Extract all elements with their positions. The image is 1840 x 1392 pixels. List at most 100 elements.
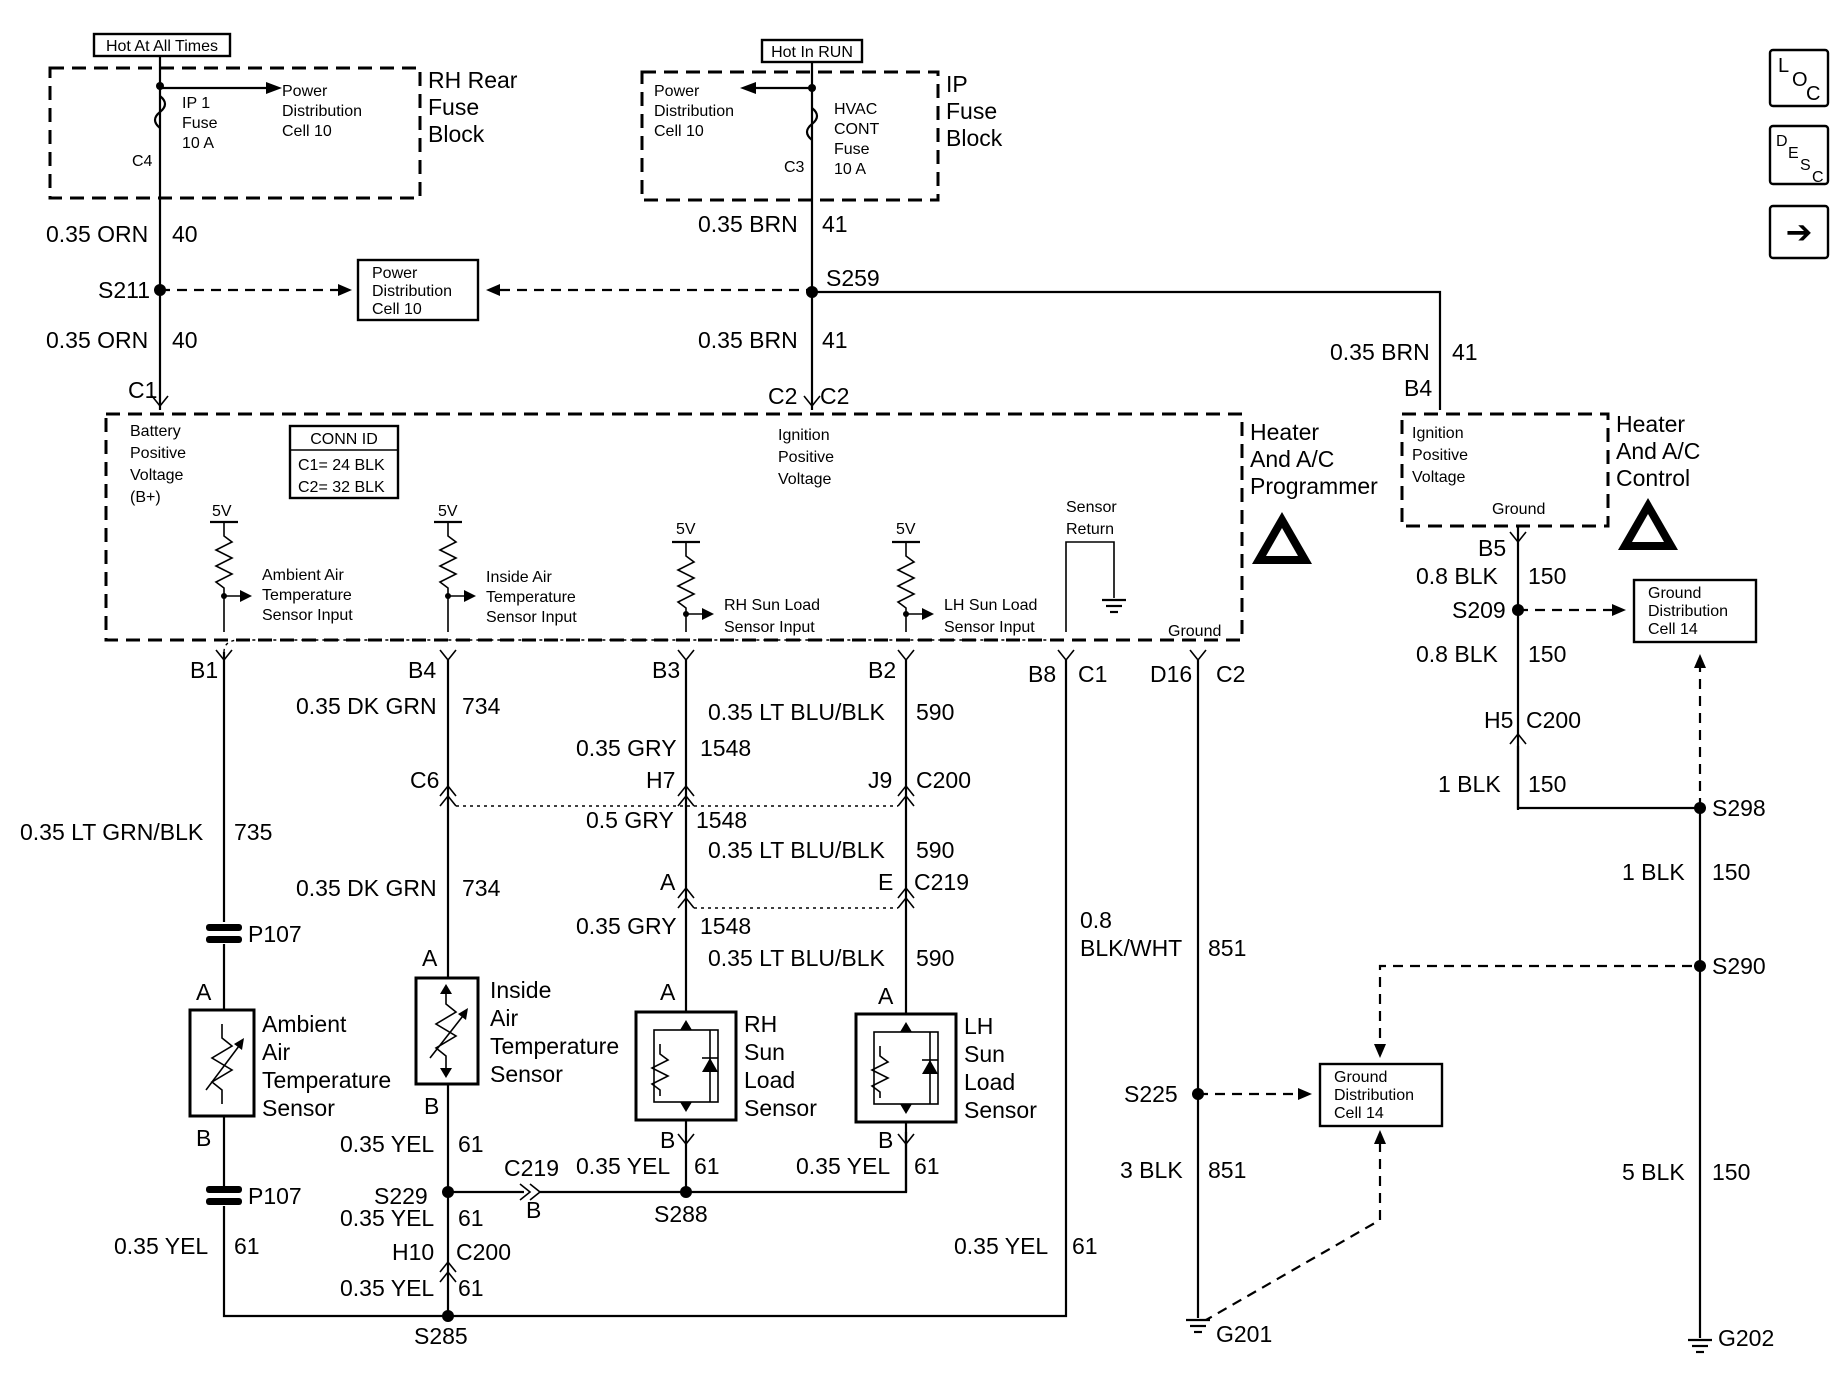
svg-text:Ground: Ground (1334, 1069, 1387, 1086)
svg-text:40: 40 (172, 327, 198, 353)
svg-text:0.35 YEL: 0.35 YEL (576, 1153, 670, 1179)
svg-text:61: 61 (694, 1153, 720, 1179)
splice-s288: S288 (654, 1201, 708, 1227)
svg-text:Voltage: Voltage (130, 467, 183, 484)
next-button[interactable]: ➔ (1768, 204, 1830, 260)
svg-text:Cell 14: Cell 14 (1648, 621, 1698, 638)
svg-text:150: 150 (1528, 641, 1566, 667)
svg-text:B: B (878, 1127, 893, 1153)
splice-s290: S290 (1712, 953, 1766, 979)
svg-text:0.35 GRY: 0.35 GRY (576, 735, 677, 761)
svg-text:734: 734 (462, 693, 501, 719)
svg-text:0.8 BLK: 0.8 BLK (1416, 563, 1498, 589)
svg-text:A: A (196, 979, 212, 1005)
power-feed-wiring: 0.35 ORN 40 0.35 ORN 40 S211 Power Distr… (46, 211, 1478, 410)
svg-text:A: A (660, 869, 676, 895)
svg-text:590: 590 (916, 837, 954, 863)
svg-text:851: 851 (1208, 1157, 1246, 1183)
svg-text:5V: 5V (676, 521, 696, 538)
svg-text:1548: 1548 (696, 807, 747, 833)
svg-text:Sun: Sun (744, 1039, 785, 1065)
rh-sun-branch: 0.35 GRY 1548 H7 0.5 GRY 1548 A 0.35 GRY… (456, 660, 898, 1227)
ground-g202-icon (1688, 1338, 1712, 1354)
svg-text:Sensor: Sensor (1066, 499, 1117, 516)
svg-text:1 BLK: 1 BLK (1438, 771, 1501, 797)
svg-text:Heater: Heater (1616, 411, 1685, 437)
svg-text:5V: 5V (438, 503, 458, 520)
svg-text:RH: RH (744, 1011, 777, 1037)
svg-text:Sensor Input: Sensor Input (944, 619, 1035, 636)
svg-text:B4: B4 (1404, 375, 1432, 401)
svg-text:0.35 BRN: 0.35 BRN (698, 327, 798, 353)
svg-text:0.8 BLK: 0.8 BLK (1416, 641, 1498, 667)
svg-text:61: 61 (914, 1153, 940, 1179)
svg-text:1548: 1548 (700, 913, 751, 939)
svg-text:Positive: Positive (1412, 447, 1468, 464)
svg-text:Load: Load (744, 1067, 795, 1093)
hot-in-run-label: Hot In RUN (771, 44, 853, 61)
ground-g201-icon (1186, 1318, 1210, 1334)
svg-text:C200: C200 (1526, 707, 1581, 733)
svg-text:Temperature: Temperature (490, 1033, 619, 1059)
svg-text:0.35 YEL: 0.35 YEL (796, 1153, 890, 1179)
svg-text:150: 150 (1528, 563, 1566, 589)
svg-text:A: A (660, 979, 676, 1005)
svg-text:Programmer: Programmer (1250, 473, 1378, 499)
svg-text:B: B (196, 1125, 211, 1151)
svg-text:C219: C219 (914, 869, 969, 895)
svg-text:And A/C: And A/C (1616, 438, 1700, 464)
svg-text:150: 150 (1712, 1159, 1750, 1185)
svg-text:0.35 LT BLU/BLK: 0.35 LT BLU/BLK (708, 699, 886, 725)
svg-text:C: C (1806, 83, 1820, 105)
svg-text:L: L (1778, 55, 1789, 77)
svg-text:B: B (526, 1197, 541, 1223)
svg-text:Positive: Positive (778, 449, 834, 466)
svg-text:D16: D16 (1150, 661, 1192, 687)
svg-text:Fuse: Fuse (834, 141, 870, 158)
conn-id-label: CONN ID (310, 431, 378, 448)
svg-text:61: 61 (1072, 1233, 1098, 1259)
svg-text:0.35 ORN: 0.35 ORN (46, 327, 148, 353)
ambient-input-pullup: 5V Ambient Air Temperature Sensor Input (210, 503, 353, 632)
svg-text:C200: C200 (916, 767, 971, 793)
svg-text:Distribution: Distribution (1334, 1087, 1414, 1104)
desc-button[interactable]: D E S C (1768, 124, 1830, 186)
svg-text:0.35 BRN: 0.35 BRN (1330, 339, 1430, 365)
svg-text:Ignition: Ignition (1412, 425, 1464, 442)
svg-text:0.35 GRY: 0.35 GRY (576, 913, 677, 939)
svg-text:0.35 ORN: 0.35 ORN (46, 221, 148, 247)
svg-text:C200: C200 (456, 1239, 511, 1265)
svg-text:A: A (878, 983, 894, 1009)
svg-text:C6: C6 (410, 767, 439, 793)
svg-text:C4: C4 (132, 153, 153, 170)
svg-text:RH Rear: RH Rear (428, 67, 518, 93)
svg-text:C1: C1 (128, 377, 157, 403)
svg-text:3 BLK: 3 BLK (1120, 1157, 1183, 1183)
svg-text:B: B (660, 1127, 675, 1153)
svg-text:Block: Block (428, 121, 485, 147)
return-and-ground: 0.35 YEL 61 0.8 BLK/WHT 851 S225 Ground … (954, 660, 1692, 1347)
svg-text:C2: C2 (820, 383, 849, 409)
svg-text:0.35 YEL: 0.35 YEL (954, 1233, 1048, 1259)
svg-text:A: A (422, 945, 438, 971)
svg-text:Ground: Ground (1168, 623, 1221, 640)
splice-s298: S298 (1712, 795, 1766, 821)
loc-button[interactable]: L O C (1768, 48, 1830, 108)
svg-text:Sensor: Sensor (490, 1061, 563, 1087)
svg-text:HVAC: HVAC (834, 101, 877, 118)
svg-text:150: 150 (1528, 771, 1566, 797)
svg-text:0.8: 0.8 (1080, 907, 1112, 933)
svg-text:O: O (1792, 69, 1808, 91)
svg-text:Fuse: Fuse (182, 115, 218, 132)
svg-text:734: 734 (462, 875, 501, 901)
svg-text:61: 61 (458, 1131, 484, 1157)
svg-text:10 A: 10 A (834, 161, 866, 178)
svg-text:Ignition: Ignition (778, 427, 830, 444)
svg-text:Control: Control (1616, 465, 1690, 491)
svg-text:B: B (424, 1093, 439, 1119)
svg-text:C: C (1812, 169, 1824, 186)
svg-text:Inside: Inside (490, 977, 551, 1003)
svg-text:150: 150 (1712, 859, 1750, 885)
svg-text:0.35 DK GRN: 0.35 DK GRN (296, 875, 437, 901)
